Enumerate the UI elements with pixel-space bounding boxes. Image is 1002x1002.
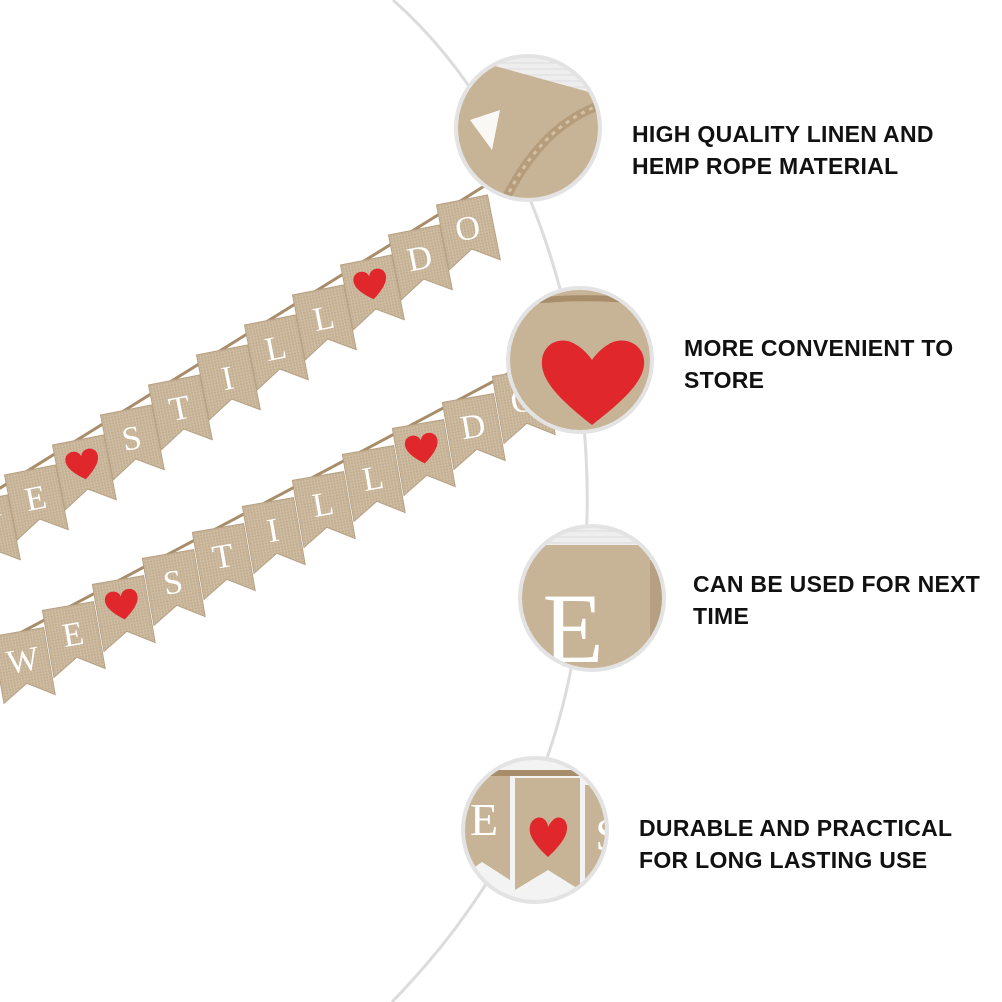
feature-material-line-2: HEMP ROPE MATERIAL <box>632 153 899 179</box>
bunting-pennant: D <box>441 392 506 471</box>
bunting-pennant <box>391 418 456 497</box>
bunting-pennant: L <box>291 470 356 549</box>
bunting-pennant <box>51 434 117 511</box>
feature-text-durable: DURABLE AND PRACTICAL FOR LONG LASTING U… <box>639 812 952 876</box>
feature-storage-line-1: MORE CONVENIENT TO <box>684 335 954 361</box>
heart-icon <box>529 817 568 857</box>
letter-e-closeup: E <box>518 524 666 684</box>
bunting-pennant: S <box>99 404 165 481</box>
pennant-letter: W <box>4 640 43 682</box>
closeup-letter-e: E <box>542 573 603 684</box>
feature-reusable-line-1: CAN BE USED FOR NEXT <box>693 571 981 597</box>
bunting-pennant: T <box>147 374 213 451</box>
feature-text-storage: MORE CONVENIENT TO STORE <box>684 332 954 396</box>
bunting-pennant: L <box>291 284 357 361</box>
pennant-letter: W <box>0 507 8 550</box>
bunting-pennant: I <box>241 496 306 575</box>
heart-icon <box>104 588 138 620</box>
closeup-letter-s-small: S <box>595 809 621 860</box>
bunting-pennant: T <box>191 522 256 601</box>
bunting-pennant: W <box>0 494 21 571</box>
heart-icon <box>353 268 387 300</box>
heart-icon <box>541 340 645 425</box>
bunting-pennant: D <box>387 224 453 301</box>
feature-text-material: HIGH QUALITY LINEN AND HEMP ROPE MATERIA… <box>632 118 934 182</box>
bunting-pennant: O <box>435 194 501 271</box>
heart-icon <box>404 432 438 464</box>
heart-icon <box>65 448 99 480</box>
bunting-pennant <box>339 254 405 331</box>
bunting-pennant: S <box>141 548 206 627</box>
feature-text-reusable: CAN BE USED FOR NEXT TIME <box>693 568 980 632</box>
bunting-pennant: E <box>3 464 69 541</box>
feature-reusable-line-2: TIME <box>693 603 750 629</box>
feature-durable-line-1: DURABLE AND PRACTICAL <box>639 815 953 841</box>
feature-storage-line-2: STORE <box>684 367 765 393</box>
closeup-letter-e-small: E <box>470 794 498 845</box>
hemp-rope-closeup <box>454 54 602 202</box>
bunting-pennant: W <box>0 626 56 705</box>
bunting-pennant: E <box>41 600 106 679</box>
bunting-pennant: L <box>243 314 309 391</box>
feature-durable-line-2: FOR LONG LASTING USE <box>639 847 928 873</box>
banner-string <box>0 345 559 646</box>
feature-material-line-1: HIGH QUALITY LINEN AND <box>632 121 934 147</box>
bunting-pennant: I <box>195 344 261 421</box>
e-heart-s-closeup: E S <box>461 756 621 904</box>
bunting-pennant: L <box>341 444 406 523</box>
bunting-pennant <box>91 574 156 653</box>
